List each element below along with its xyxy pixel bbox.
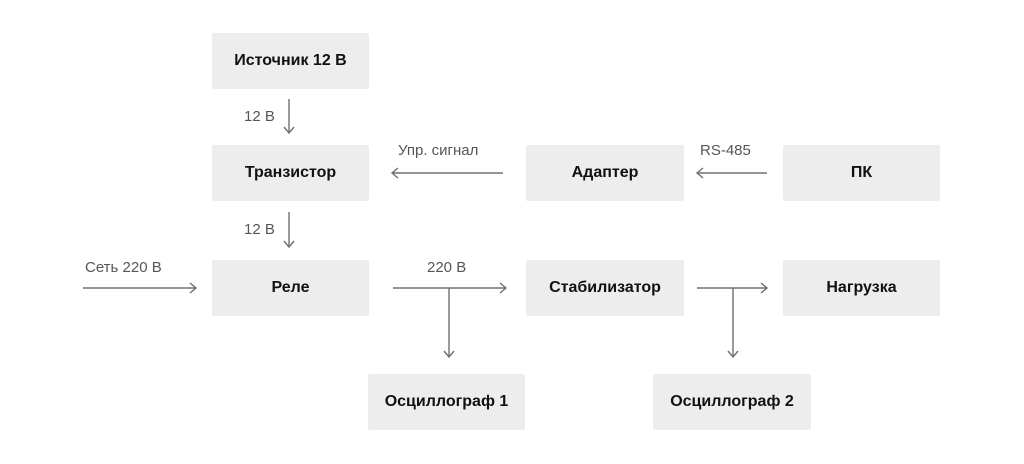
node-stabilizer: Стабилизатор (526, 260, 684, 316)
arrow-transistor-to-relay (283, 212, 295, 249)
node-oscilloscope-1: Осциллограф 1 (368, 374, 525, 430)
arrow-branch-to-oscilloscope-2 (727, 288, 739, 359)
node-pc: ПК (783, 145, 940, 201)
arrow-adapter-to-transistor (390, 167, 503, 179)
edge-label-rs485: RS-485 (700, 142, 751, 159)
edge-label-control-signal: Упр. сигнал (398, 142, 479, 159)
arrow-pc-to-adapter (695, 167, 767, 179)
arrow-mains-to-relay (83, 282, 198, 294)
edge-label-transistor-12v: 12 В (244, 221, 275, 238)
arrow-source-to-transistor (283, 99, 295, 135)
arrow-branch-to-oscilloscope-1 (443, 288, 455, 359)
node-oscilloscope-2: Осциллограф 2 (653, 374, 811, 430)
edge-label-source-12v: 12 В (244, 108, 275, 125)
node-adapter: Адаптер (526, 145, 684, 201)
node-source-12v: Источник 12 В (212, 33, 369, 89)
edge-label-mains-220v: Сеть 220 В (85, 259, 162, 276)
arrow-stabilizer-to-load (697, 282, 769, 294)
node-load: Нагрузка (783, 260, 940, 316)
node-transistor: Транзистор (212, 145, 369, 201)
edge-label-relay-220v: 220 В (427, 259, 467, 276)
node-relay: Реле (212, 260, 369, 316)
